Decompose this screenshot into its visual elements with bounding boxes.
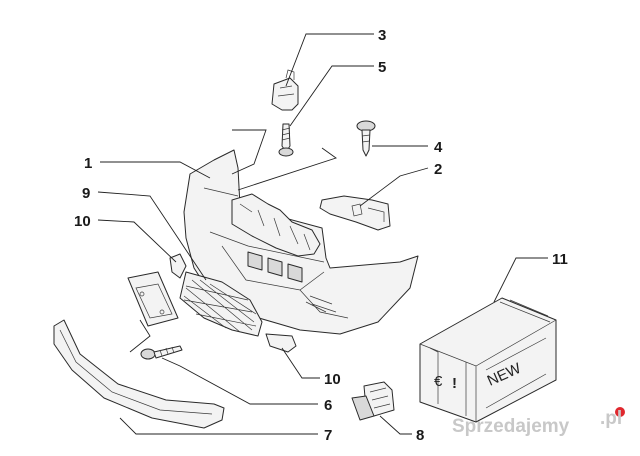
callout-4: 4 [434,139,443,156]
callout-3: 3 [378,27,386,44]
leader-6 [161,357,318,405]
part-10-upper-corner-piece [169,253,187,279]
part-4-push-rivet [356,120,376,157]
part-8-clip [351,381,395,421]
box-mark: ! [452,375,457,392]
callout-7: 7 [324,427,332,444]
callout-2: 2 [434,161,442,178]
part-7-lower-spoiler [53,319,225,429]
callout-10-upper: 10 [74,213,91,230]
leader-8 [379,415,412,435]
leader-5 [289,65,374,127]
part-6-plate-holder [127,271,179,327]
leader-lines [97,33,548,435]
part-2-bracket [319,195,391,231]
leader-10b [281,347,320,379]
watermark-accent-dot [615,407,625,417]
callout-11: 11 [552,251,568,268]
box-euro-symbol: € [434,373,443,390]
part-5-screw [278,123,294,157]
watermark-text: Sprzedajemy [452,416,570,437]
part-9-grille [179,271,263,337]
watermark: Sprzedajemy .pl [452,407,625,437]
leader-11 [493,257,548,303]
callout-numbers: 1 2 3 4 5 6 7 8 9 10 10 11 [74,27,568,444]
leader-3 [285,33,374,87]
callout-5: 5 [378,59,386,76]
callout-6: 6 [324,397,332,414]
leader-9 [97,191,207,281]
callout-8: 8 [416,427,424,444]
part-10-lower-corner-piece [265,333,297,353]
watermark-suffix: .pl [600,408,622,429]
part-6-screw [140,345,183,360]
part-3-clip-bracket [271,69,299,111]
part-1-bumper-cover [183,149,419,335]
leader-10a [97,219,177,263]
callout-1: 1 [84,155,92,172]
callout-9: 9 [82,185,90,202]
leader-1 [100,161,211,179]
leader-7 [119,417,318,435]
part-11-new-parts-box: NEW € ! [419,297,557,423]
leader-2 [359,167,429,207]
callout-10-lower: 10 [324,371,341,388]
